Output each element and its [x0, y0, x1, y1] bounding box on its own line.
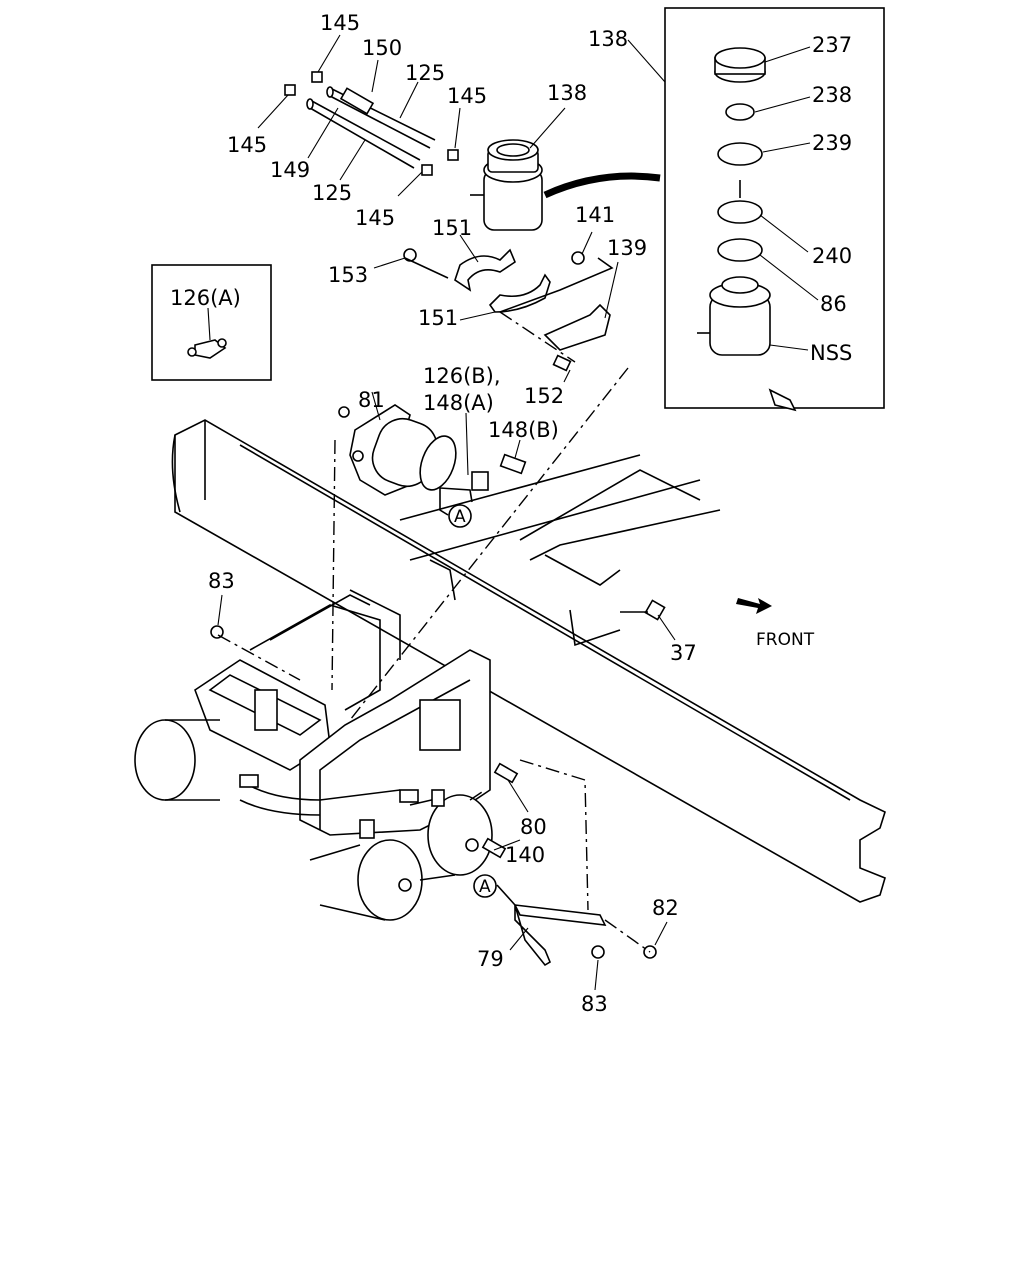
label-125-bottom: 125: [312, 181, 352, 205]
label-125-top: 125: [405, 61, 445, 85]
label-138-reservoir: 138: [547, 81, 587, 105]
label-145-left: 145: [227, 133, 267, 157]
label-139: 139: [607, 236, 647, 260]
part-81-valve: [338, 404, 527, 496]
label-80: 80: [520, 815, 547, 839]
label-nss: NSS: [810, 341, 852, 365]
label-148b: 148(B): [488, 418, 559, 442]
label-83-bottom: 83: [581, 992, 608, 1016]
label-86: 86: [820, 292, 847, 316]
label-front: FRONT: [756, 630, 815, 650]
label-240: 240: [812, 244, 852, 268]
inset-126a: [151, 264, 272, 381]
brake-valve-assembly: [134, 594, 493, 921]
label-152: 152: [524, 384, 564, 408]
front-arrow-icon: [736, 598, 772, 614]
leader-lines: [207, 34, 819, 991]
ref-a-lower: A: [479, 877, 491, 897]
label-153: 153: [328, 263, 368, 287]
label-81: 81: [358, 388, 385, 412]
label-148a: 148(A): [423, 391, 494, 415]
label-239: 239: [812, 131, 852, 155]
label-140: 140: [505, 843, 545, 867]
label-150: 150: [362, 36, 402, 60]
label-149: 149: [270, 158, 310, 182]
inset-138-detail: [664, 7, 885, 412]
label-145-bottom: 145: [355, 206, 395, 230]
ref-circle-a: [448, 504, 497, 898]
part-138-reservoir: [470, 139, 661, 231]
label-151-bottom: 151: [418, 306, 458, 330]
part-79-bracket: [513, 904, 657, 967]
part-125-hoses: [284, 71, 459, 176]
label-238: 238: [812, 83, 852, 107]
label-126a: 126(A): [170, 286, 241, 310]
label-79: 79: [477, 947, 504, 971]
label-138-inset: 138: [588, 27, 628, 51]
ref-a-upper: A: [454, 507, 466, 527]
label-145-right: 145: [447, 84, 487, 108]
label-126b: 126(B),: [423, 364, 501, 388]
fasteners: [210, 599, 666, 859]
label-145-top: 145: [320, 11, 360, 35]
label-37: 37: [670, 641, 697, 665]
frame-rail: [171, 419, 886, 903]
part-151-brackets: [403, 248, 611, 372]
label-83-left: 83: [208, 569, 235, 593]
label-141: 141: [575, 203, 615, 227]
label-151-top: 151: [432, 216, 472, 240]
label-237: 237: [812, 33, 852, 57]
label-82: 82: [652, 896, 679, 920]
